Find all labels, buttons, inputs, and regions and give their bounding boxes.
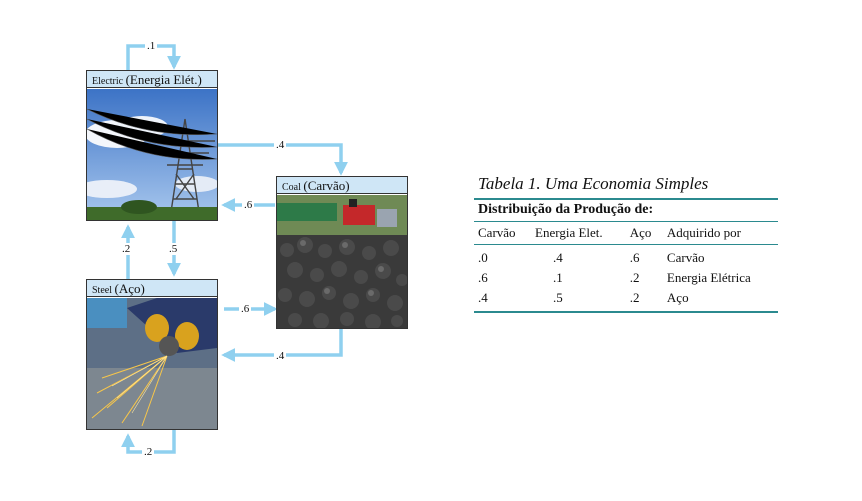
table-header-rule	[474, 221, 778, 222]
sector-steel-title: Steel (Aço)	[87, 280, 217, 297]
arrow-electric-to-coal	[217, 143, 348, 176]
sector-coal-title: Coal (Carvão)	[277, 177, 407, 194]
col-header-aco: Aço	[629, 225, 652, 240]
cell-carvao: .4	[478, 290, 488, 305]
economy-table: Tabela 1. Uma Economia Simples Distribui…	[474, 174, 778, 313]
distribution-table: Carvão Energia Elet. Aço Adquirido por .…	[474, 222, 778, 313]
cell-energia: .1	[553, 270, 563, 285]
sector-steel-label-en: Steel	[92, 285, 112, 296]
cell-buyer: Energia Elétrica	[666, 270, 751, 285]
coal-train-photo	[277, 195, 407, 328]
col-header-energia: Energia Elet.	[535, 225, 603, 240]
arrow-steel-to-coal	[221, 328, 343, 362]
sector-electric-label-pt: (Energia Elét.)	[125, 72, 202, 87]
cell-energia: .4	[553, 250, 563, 265]
table-column-headers: Carvão Energia Elet. Aço Adquirido por	[474, 222, 778, 245]
flow-label-electric-to-coal: .4	[274, 139, 287, 151]
cell-carvao: .0	[478, 250, 488, 265]
cell-buyer: Aço	[666, 290, 689, 305]
flow-label-electric-self: .1	[145, 40, 158, 52]
table-row: .4 .5 .2 Aço	[474, 288, 778, 312]
col-header-buyer: Adquirido por	[666, 225, 741, 240]
sector-electric-title: Electric (Energia Elét.)	[87, 71, 217, 88]
sector-steel: Steel (Aço)	[86, 279, 218, 430]
col-header-carvao: Carvão	[478, 225, 516, 240]
electric-pylon-photo	[87, 89, 217, 220]
table-top-rule	[474, 198, 778, 200]
cell-buyer: Carvão	[666, 250, 705, 265]
flow-label-steel-to-coal: .4	[274, 350, 287, 362]
sector-coal-label-pt: (Carvão)	[303, 178, 350, 193]
sector-steel-label-pt: (Aço)	[114, 281, 145, 296]
flow-label-coal-to-electric: .6	[242, 199, 255, 211]
flow-label-steel-self: .2	[142, 446, 155, 458]
steel-grinding-photo	[87, 298, 217, 429]
cell-aco: .2	[629, 270, 640, 285]
flow-label-coal-to-steel: .6	[239, 303, 252, 315]
table-header: Distribuição da Produção de:	[478, 202, 654, 217]
cell-carvao: .6	[478, 270, 488, 285]
sector-coal-label-en: Coal	[282, 182, 301, 193]
table-caption: Tabela 1. Uma Economia Simples	[478, 174, 709, 193]
cell-aco: .6	[629, 250, 640, 265]
cell-aco: .2	[629, 290, 640, 305]
flow-label-steel-to-electric: .2	[120, 243, 133, 255]
cell-energia: .5	[553, 290, 563, 305]
sector-coal: Coal (Carvão)	[276, 176, 408, 329]
table-row: .0 .4 .6 Carvão	[474, 245, 778, 269]
sector-electric-label-en: Electric	[92, 76, 124, 87]
flow-label-electric-to-steel: .5	[167, 243, 180, 255]
sector-electric: Electric (Energia Elét.)	[86, 70, 218, 221]
table-row: .6 .1 .2 Energia Elétrica	[474, 268, 778, 288]
